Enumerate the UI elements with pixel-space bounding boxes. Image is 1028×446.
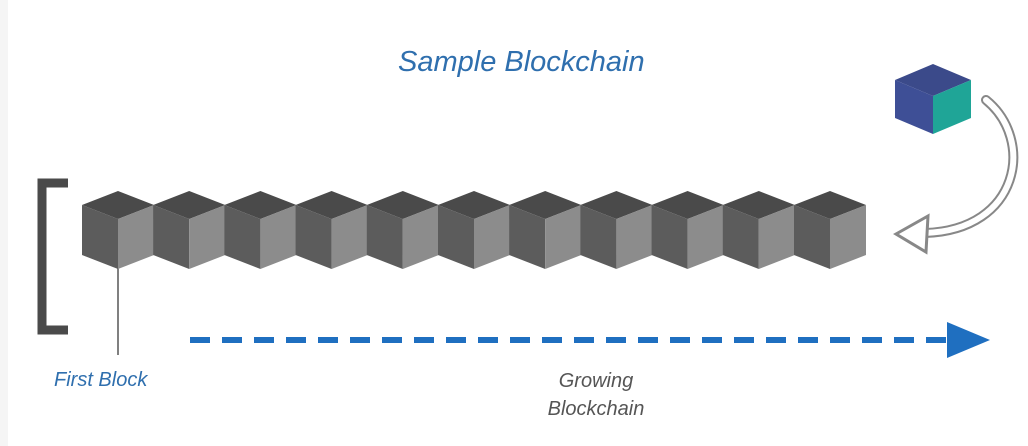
growing-label-line1: Growing: [558, 370, 634, 392]
chain-block: [509, 191, 582, 269]
left-margin-strip: [0, 0, 8, 446]
chain-block: [722, 191, 795, 269]
chain-block-right-face: [545, 205, 582, 269]
chain-block-right-face: [687, 205, 724, 269]
chain-block-right-face: [331, 205, 368, 269]
new-block-right-face: [933, 80, 971, 134]
chain-block-left-face: [438, 205, 474, 269]
chain-block-right-face: [474, 205, 510, 269]
chain-block-left-face: [722, 205, 759, 269]
chain-block-left-face: [366, 205, 403, 269]
chain-blocks: [82, 191, 866, 269]
chain-block-right-face: [402, 205, 439, 269]
chain-block-left-face: [82, 205, 118, 269]
chain-block: [438, 191, 510, 269]
chain-block: [651, 191, 724, 269]
chain-block: [153, 191, 226, 269]
chain-block-right-face: [616, 205, 653, 269]
growing-arrow-head: [947, 322, 990, 358]
chain-block-left-face: [580, 205, 617, 269]
chain-block-right-face: [830, 205, 866, 269]
chain-block-right-face: [189, 205, 226, 269]
chain-block-right-face: [118, 205, 154, 269]
chain-block: [366, 191, 439, 269]
incoming-arrow-head: [893, 213, 930, 255]
growing-label-line2: Blockchain: [547, 398, 645, 420]
first-block-label: First Block: [54, 369, 148, 391]
new-block-left-face: [895, 80, 933, 134]
chain-block-right-face: [260, 205, 297, 269]
chain-block-right-face: [758, 205, 795, 269]
chain-block: [295, 191, 368, 269]
chain-block: [794, 191, 866, 269]
chain-block: [82, 191, 154, 269]
diagram-title: Sample Blockchain: [398, 46, 645, 78]
new-block: [895, 64, 971, 134]
chain-block-left-face: [224, 205, 261, 269]
chain-block-left-face: [153, 205, 190, 269]
chain-block-left-face: [295, 205, 332, 269]
chain-block: [580, 191, 653, 269]
chain-block-left-face: [509, 205, 546, 269]
chain-block: [224, 191, 297, 269]
chain-block-left-face: [651, 205, 688, 269]
incoming-arrow-body: [922, 97, 1017, 236]
chain-block-left-face: [794, 205, 830, 269]
chain-bracket: [37, 178, 68, 335]
growing-blockchain-label: Growing Blockchain: [516, 367, 676, 423]
